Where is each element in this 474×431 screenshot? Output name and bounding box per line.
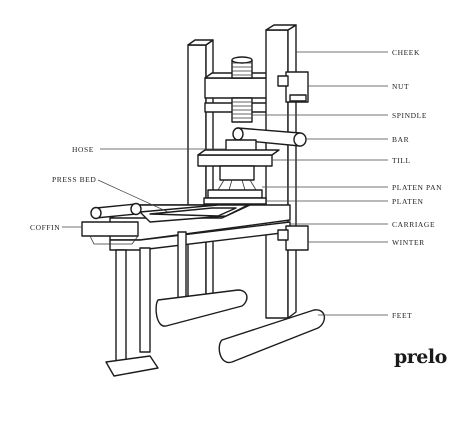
label-platen: PLATEN [392, 197, 424, 206]
label-till: TILL [392, 156, 411, 165]
cheek-right [265, 24, 297, 319]
feet [105, 289, 325, 377]
coffin-roller [81, 202, 142, 245]
label-spindle: SPINDLE [392, 111, 428, 120]
hose-till [197, 139, 280, 167]
platen-assembly [203, 165, 267, 205]
label-press-bed: PRESS BED [52, 175, 97, 184]
legs [115, 231, 187, 363]
label-coffin: COFFIN [30, 223, 61, 232]
leader-lines [62, 51, 388, 316]
winter-block [277, 225, 309, 251]
carriage [109, 204, 291, 251]
label-platen-pan: PLATEN PAN [392, 183, 443, 192]
spindle-screw [231, 56, 253, 123]
label-cheek: CHEEK [392, 48, 420, 57]
label-nut: NUT [392, 82, 410, 91]
label-hose: HOSE [72, 145, 94, 154]
label-carriage: CARRIAGE [392, 220, 436, 229]
brand-logo: prelo [394, 346, 447, 368]
nut-block [277, 71, 309, 103]
label-bar: BAR [392, 135, 410, 144]
label-feet: FEET [392, 311, 413, 320]
label-winter: WINTER [392, 238, 425, 247]
